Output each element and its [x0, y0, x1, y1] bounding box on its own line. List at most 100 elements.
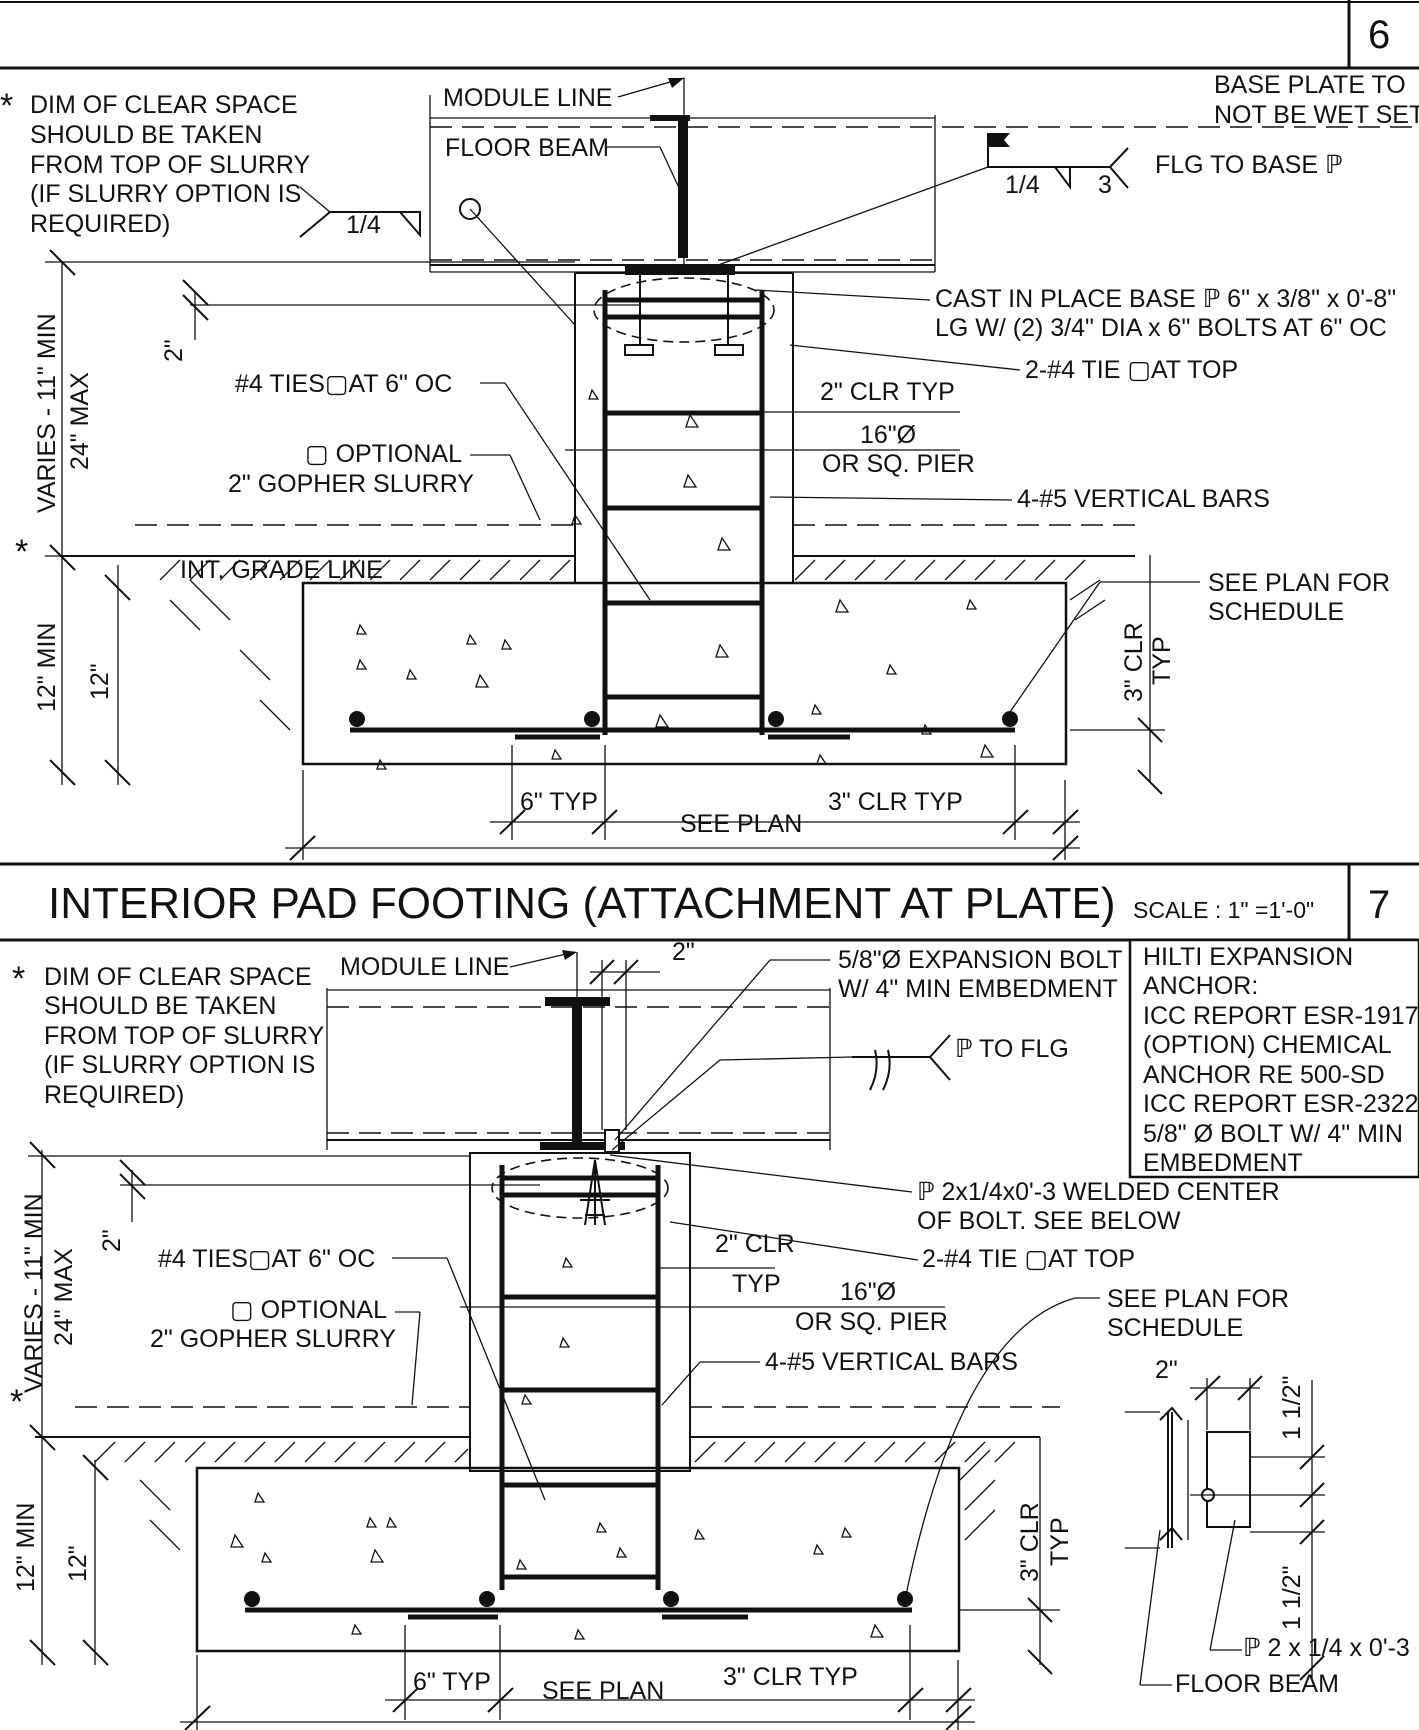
note-line: REQUIRED)	[44, 1081, 184, 1109]
pier-dia-label: 16"Ø	[840, 1278, 896, 1306]
bar-section	[897, 1591, 913, 1607]
clr3-dim: 3" CLR	[1120, 622, 1148, 702]
base-plate	[625, 265, 735, 275]
concrete-pier	[469, 1152, 691, 1472]
title-frames	[0, 0, 1419, 942]
detail-7-number: 7	[1368, 883, 1390, 927]
see-plan-schedule-line: SEE PLAN FOR	[1107, 1285, 1289, 1313]
dim-2-top: 2"	[672, 938, 695, 966]
concrete-aggregate	[230, 388, 995, 1640]
hilti-line: (OPTION) CHEMICAL	[1143, 1031, 1392, 1059]
ties-label: #4 TIES▢AT 6" OC	[158, 1245, 375, 1273]
six-typ-dim: 6" TYP	[413, 1668, 491, 1696]
note-line: DIM OF CLEAR SPACE	[30, 91, 298, 119]
see-plan-schedule-line: SEE PLAN FOR	[1208, 569, 1390, 597]
min12-dim: 12" MIN	[12, 1503, 40, 1592]
bar-section	[1002, 711, 1018, 727]
twelve-dim: 12"	[64, 1545, 92, 1582]
inset-floor-beam-label: FLOOR BEAM	[1175, 1670, 1339, 1698]
max-dim: 24" MAX	[66, 372, 94, 470]
hilti-line: ANCHOR RE 500-SD	[1143, 1061, 1385, 1089]
note-line: FROM TOP OF SLURRY	[30, 151, 310, 179]
bar-section	[349, 711, 365, 727]
see-plan-schedule-line: SCHEDULE	[1107, 1314, 1243, 1342]
note-line: SHOULD BE TAKEN	[44, 992, 276, 1020]
cast-in-place-line: LG W/ (2) 3/4" DIA x 6" BOLTS AT 6" OC	[935, 314, 1387, 342]
hilti-anchor-box	[1128, 938, 1419, 1179]
two-inch-dim: 2"	[160, 339, 188, 362]
hilti-line: HILTI EXPANSION	[1143, 943, 1353, 971]
inset-112-dim: 1 1/2"	[1278, 1376, 1306, 1440]
see-plan-schedule-line: SCHEDULE	[1208, 598, 1344, 626]
note-line: SHOULD BE TAKEN	[30, 121, 262, 149]
clear-space-note: DIM OF CLEAR SPACE SHOULD BE TAKEN FROM …	[30, 91, 310, 238]
module-line-label: MODULE LINE	[340, 953, 509, 981]
hilti-line: EMBEDMENT	[1143, 1149, 1303, 1177]
inset-2-dim: 2"	[1155, 1356, 1178, 1384]
slurry-label: 2" GOPHER SLURRY	[228, 470, 474, 498]
note-line: REQUIRED)	[30, 210, 170, 238]
weld-left-size: 1/4	[346, 211, 381, 239]
base-plate-note-line: BASE PLATE TO	[1214, 71, 1406, 99]
hilti-line: ANCHOR:	[1143, 972, 1258, 1000]
hilti-line: ICC REPORT ESR-1917	[1143, 1002, 1419, 1030]
bar-section	[244, 1591, 260, 1607]
grade-line-label: INT. GRADE LINE	[180, 556, 383, 584]
detail-7-title: INTERIOR PAD FOOTING (ATTACHMENT AT PLAT…	[48, 879, 1115, 928]
two-inch-dim: 2"	[98, 1229, 126, 1252]
grade-asterisk: *	[10, 1383, 23, 1421]
pier-dia-label: OR SQ. PIER	[795, 1308, 948, 1336]
bar-section	[768, 711, 784, 727]
field-weld-flag-icon	[988, 133, 1010, 147]
beam-web	[678, 118, 688, 258]
max-dim: 24" MAX	[50, 1248, 78, 1346]
bar-section	[584, 711, 600, 727]
soil-hatch	[94, 1441, 1016, 1551]
pl-to-flg-label: ℙ TO FLG	[955, 1035, 1069, 1063]
inset-112-dim: 1 1/2"	[1278, 1566, 1306, 1630]
clr3-dim: 3" CLR	[1016, 1502, 1044, 1582]
expansion-bolt-line: 5/8"Ø EXPANSION BOLT	[838, 946, 1122, 974]
note-line: FROM TOP OF SLURRY	[44, 1022, 324, 1050]
footing	[195, 1466, 961, 1653]
floor-beam-label: FLOOR BEAM	[445, 134, 609, 162]
weld-right-length: 3	[1098, 171, 1112, 199]
note-line: DIM OF CLEAR SPACE	[44, 963, 312, 991]
see-plan-dim: SEE PLAN	[542, 1677, 664, 1705]
optional-label: ▢ OPTIONAL	[305, 440, 462, 468]
slurry-label: 2" GOPHER SLURRY	[150, 1325, 396, 1353]
detail-7: INTERIOR PAD FOOTING (ATTACHMENT AT PLAT…	[10, 879, 1419, 1730]
beam-flange	[650, 115, 690, 121]
welded-line: ℙ 2x1/4x0'-3 WELDED CENTER	[917, 1178, 1280, 1206]
pier-dia-label: OR SQ. PIER	[822, 450, 975, 478]
typ-dim: TYP	[1046, 1517, 1074, 1566]
typ-dim: TYP	[1148, 636, 1176, 685]
grade-asterisk: *	[15, 533, 28, 571]
twelve-dim: 12"	[86, 663, 114, 700]
see-plan-dim: SEE PLAN	[680, 810, 802, 838]
hilti-line: 5/8" Ø BOLT W/ 4" MIN	[1143, 1120, 1403, 1148]
module-line-label: MODULE LINE	[443, 84, 612, 112]
pier-dia-label: 16"Ø	[860, 421, 916, 449]
min12-dim: 12" MIN	[33, 623, 61, 712]
inset-pl-label: ℙ 2 x 1/4 x 0'-3	[1243, 1634, 1410, 1662]
vertical-bars-label: 4-#5 VERTICAL BARS	[1017, 485, 1270, 513]
soil-hatch	[159, 559, 1106, 731]
detail-7-scale: SCALE : 1" =1'-0"	[1133, 897, 1314, 923]
bar-section	[479, 1591, 495, 1607]
tie-top-label: 2-#4 TIE ▢AT TOP	[922, 1245, 1135, 1273]
flg-to-base-label: FLG TO BASE ℙ	[1155, 151, 1343, 179]
note-line: (IF SLURRY OPTION IS	[30, 180, 301, 208]
varies-dim: VARIES - 11" MIN	[20, 1193, 48, 1393]
bar-section	[663, 1591, 679, 1607]
weld-right-size: 1/4	[1005, 171, 1040, 199]
hilti-line: ICC REPORT ESR-2322	[1143, 1090, 1419, 1118]
anchor-bolt-icon	[580, 1159, 610, 1226]
base-plate-note-line: NOT BE WET SET	[1214, 101, 1419, 129]
plate-inset: 2" 1 1/2" 1 1/2" ℙ 2 x 1/4 x 0'-3 FLOOR …	[1125, 1356, 1410, 1698]
detail-6-number: 6	[1368, 13, 1390, 57]
welded-line: OF BOLT. SEE BELOW	[917, 1207, 1181, 1235]
cast-in-place-line: CAST IN PLACE BASE ℙ 6" x 3/8" x 0'-8"	[935, 285, 1396, 313]
optional-label: ▢ OPTIONAL	[230, 1296, 387, 1324]
